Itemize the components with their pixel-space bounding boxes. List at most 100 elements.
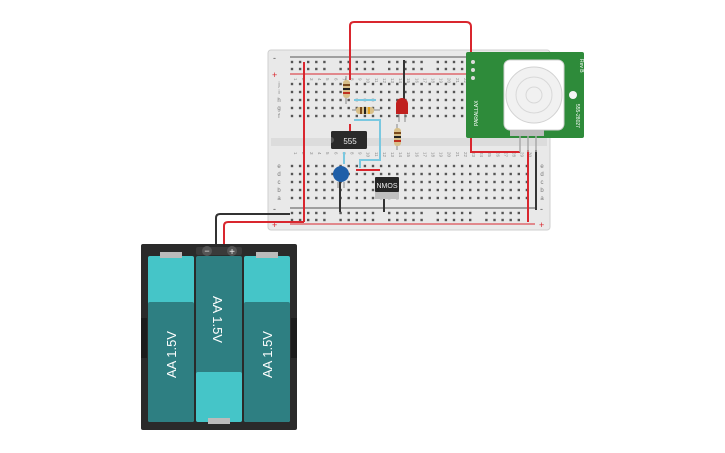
breadboard-hole — [371, 218, 375, 222]
breadboard-hole — [412, 218, 415, 222]
breadboard-hole — [493, 211, 496, 215]
breadboard-hole — [307, 67, 310, 71]
column-number: 10 — [366, 78, 371, 84]
resistor-1[interactable] — [343, 76, 350, 104]
breadboard-hole — [347, 164, 350, 168]
breadboard-hole — [323, 196, 326, 200]
nmos-mosfet[interactable]: NMOS — [375, 177, 399, 199]
breadboard-hole — [404, 67, 407, 71]
column-number: 1 — [293, 78, 298, 81]
breadboard-hole — [331, 196, 334, 200]
breadboard-hole — [363, 218, 367, 222]
resistor-3[interactable] — [394, 124, 401, 150]
column-number: 18 — [431, 78, 436, 84]
breadboard-hole — [412, 82, 415, 86]
breadboard-hole — [323, 90, 326, 94]
breadboard-hole — [460, 60, 464, 64]
breadboard-hole — [307, 172, 310, 176]
column-number: 3 — [309, 78, 314, 81]
breadboard-center-channel — [271, 138, 547, 146]
breadboard-hole — [298, 211, 302, 215]
breadboard-hole — [388, 172, 391, 176]
breadboard-hole — [388, 60, 391, 64]
timer-555-label: 555 — [343, 137, 357, 146]
breadboard-hole — [315, 60, 318, 64]
breadboard-hole — [323, 60, 326, 64]
column-number: 4 — [317, 78, 322, 81]
breadboard-hole — [379, 114, 383, 118]
pir-sensor[interactable]: PARALLAX PIR Sensor Rev B 555-28027 — [466, 52, 590, 152]
battery-terminal-plus[interactable] — [227, 246, 237, 256]
resistor-2[interactable] — [352, 107, 380, 114]
row-letter-left: i — [278, 90, 279, 96]
column-number: 12 — [382, 78, 387, 84]
breadboard-hole — [517, 218, 520, 222]
pir-header-pin-2 — [471, 68, 475, 72]
breadboard-hole — [460, 82, 464, 86]
breadboard-hole — [412, 211, 415, 215]
breadboard-hole — [315, 180, 318, 184]
breadboard-hole — [347, 98, 350, 102]
breadboard-hole — [493, 188, 496, 192]
breadboard-hole — [331, 172, 334, 176]
breadboard-hole — [388, 67, 391, 71]
breadboard-hole — [501, 218, 504, 222]
breadboard-hole — [412, 172, 415, 176]
breadboard-hole — [501, 188, 504, 192]
breadboard-hole — [404, 196, 407, 200]
breadboard-hole — [412, 90, 415, 94]
breadboard-hole — [290, 82, 294, 86]
column-number: 14 — [398, 152, 403, 158]
column-number: 28 — [512, 152, 517, 158]
battery-pack[interactable]: − + AA 1.5V AA 1.5V AA 1.5V — [141, 244, 297, 430]
breadboard-hole — [420, 67, 423, 71]
breadboard-hole — [501, 196, 504, 200]
breadboard-hole — [428, 82, 431, 86]
breadboard-hole — [290, 188, 294, 192]
breadboard-hole — [298, 60, 302, 64]
breadboard-hole — [315, 164, 318, 168]
breadboard-hole — [298, 218, 302, 222]
timer-555-ic[interactable]: 555 — [331, 131, 367, 149]
breadboard-hole — [444, 211, 448, 215]
breadboard-hole — [347, 114, 350, 118]
pir-brand: PARALLAX — [474, 100, 480, 126]
breadboard-hole — [396, 218, 399, 222]
breadboard-hole — [436, 164, 439, 168]
breadboard-hole — [315, 218, 318, 222]
breadboard-hole — [501, 164, 504, 168]
breadboard-hole — [307, 188, 310, 192]
breadboard-hole — [298, 164, 302, 168]
breadboard-hole — [485, 172, 488, 176]
breadboard-hole — [363, 90, 367, 94]
breadboard-hole — [485, 188, 488, 192]
rail-label-plus-bottom-right: + — [539, 220, 544, 230]
breadboard-hole — [444, 82, 448, 86]
battery-terminal-minus[interactable] — [202, 246, 212, 256]
breadboard-hole — [363, 172, 367, 176]
row-letter-right: a — [540, 196, 544, 202]
led-red[interactable] — [396, 98, 408, 122]
breadboard-hole — [501, 211, 504, 215]
breadboard-hole — [379, 172, 383, 176]
pir-header-pin-3 — [471, 76, 475, 80]
column-number: 9 — [358, 78, 363, 81]
breadboard-hole — [460, 67, 464, 71]
breadboard-hole — [363, 82, 367, 86]
breadboard-hole — [355, 114, 358, 118]
breadboard-hole — [315, 114, 318, 118]
breadboard-hole — [420, 211, 423, 215]
breadboard-hole — [493, 180, 496, 184]
breadboard-hole — [339, 164, 342, 168]
battery-cell-2: AA 1.5V — [196, 256, 242, 424]
row-letter-left: d — [277, 172, 280, 178]
breadboard-hole — [396, 164, 399, 168]
breadboard-hole — [436, 211, 439, 215]
breadboard-hole — [525, 172, 529, 176]
row-letter-left: g — [277, 106, 280, 112]
breadboard-hole — [525, 188, 529, 192]
pir-rev: Rev B — [578, 59, 584, 73]
capacitor[interactable] — [333, 166, 349, 188]
breadboard-hole — [290, 172, 294, 176]
